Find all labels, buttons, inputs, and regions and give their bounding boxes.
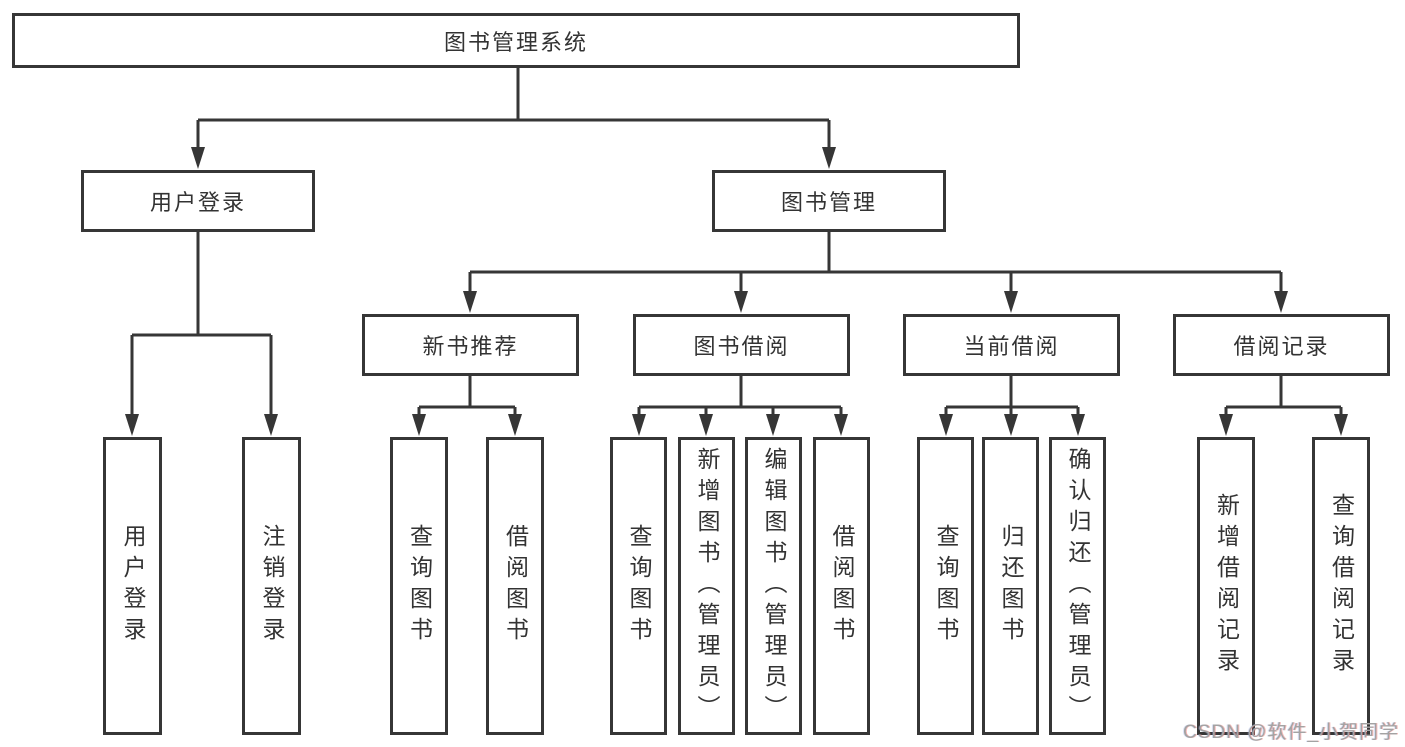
node-current-borrowing: 当前借阅 bbox=[903, 314, 1120, 376]
leaf-current-confirm-return-admin: 确认归还（管理员） bbox=[1049, 437, 1106, 735]
leaf-records-query-record-label: 查询借阅记录 bbox=[1328, 493, 1355, 679]
watermark: CSDN @软件_小贺同学 bbox=[1183, 717, 1399, 744]
node-user-login: 用户登录 bbox=[81, 170, 315, 232]
leaf-current-query-books: 查询图书 bbox=[917, 437, 974, 735]
leaf-newbook-borrow-books: 借阅图书 bbox=[486, 437, 544, 735]
leaf-user-login: 用户登录 bbox=[103, 437, 162, 735]
node-book-management-label: 图书管理 bbox=[780, 190, 877, 215]
leaf-borrow-query-books: 查询图书 bbox=[610, 437, 667, 735]
watermark-text: CSDN @软件_小贺同学 bbox=[1183, 722, 1399, 743]
leaf-records-query-record: 查询借阅记录 bbox=[1312, 437, 1370, 735]
node-library-system: 图书管理系统 bbox=[12, 13, 1020, 68]
node-book-management: 图书管理 bbox=[712, 170, 946, 232]
node-borrowing-records-label: 借阅记录 bbox=[1233, 334, 1330, 359]
leaf-borrow-query-books-label: 查询图书 bbox=[626, 524, 652, 648]
leaf-user-login-label: 用户登录 bbox=[120, 524, 146, 648]
leaf-newbook-borrow-books-label: 借阅图书 bbox=[502, 524, 529, 648]
leaf-newbook-query-books: 查询图书 bbox=[390, 437, 448, 735]
leaf-borrow-edit-books-admin-label: 编辑图书（管理员） bbox=[761, 446, 787, 726]
node-new-book-recommendation: 新书推荐 bbox=[362, 314, 579, 376]
leaf-current-query-books-label: 查询图书 bbox=[933, 524, 959, 648]
leaf-current-return-books-label: 归还图书 bbox=[998, 524, 1024, 648]
leaf-records-add-record: 新增借阅记录 bbox=[1197, 437, 1255, 735]
node-borrowing-records: 借阅记录 bbox=[1173, 314, 1390, 376]
leaf-borrow-borrow-books: 借阅图书 bbox=[813, 437, 870, 735]
leaf-records-add-record-label: 新增借阅记录 bbox=[1213, 493, 1240, 679]
leaf-current-return-books: 归还图书 bbox=[982, 437, 1039, 735]
leaf-borrow-borrow-books-label: 借阅图书 bbox=[829, 524, 855, 648]
leaf-borrow-edit-books-admin: 编辑图书（管理员） bbox=[745, 437, 802, 735]
leaf-borrow-add-books-admin: 新增图书（管理员） bbox=[678, 437, 735, 735]
node-book-borrowing: 图书借阅 bbox=[633, 314, 850, 376]
node-new-book-recommendation-label: 新书推荐 bbox=[422, 334, 519, 359]
leaf-logout: 注销登录 bbox=[242, 437, 301, 735]
leaf-newbook-query-books-label: 查询图书 bbox=[406, 524, 433, 648]
node-user-login-label: 用户登录 bbox=[149, 190, 246, 215]
node-current-borrowing-label: 当前借阅 bbox=[963, 334, 1060, 359]
leaf-borrow-add-books-admin-label: 新增图书（管理员） bbox=[694, 446, 720, 726]
node-library-system-label: 图书管理系统 bbox=[443, 29, 588, 55]
leaf-current-confirm-return-admin-label: 确认归还（管理员） bbox=[1065, 446, 1091, 726]
node-book-borrowing-label: 图书借阅 bbox=[693, 334, 790, 359]
leaf-logout-label: 注销登录 bbox=[259, 524, 285, 648]
